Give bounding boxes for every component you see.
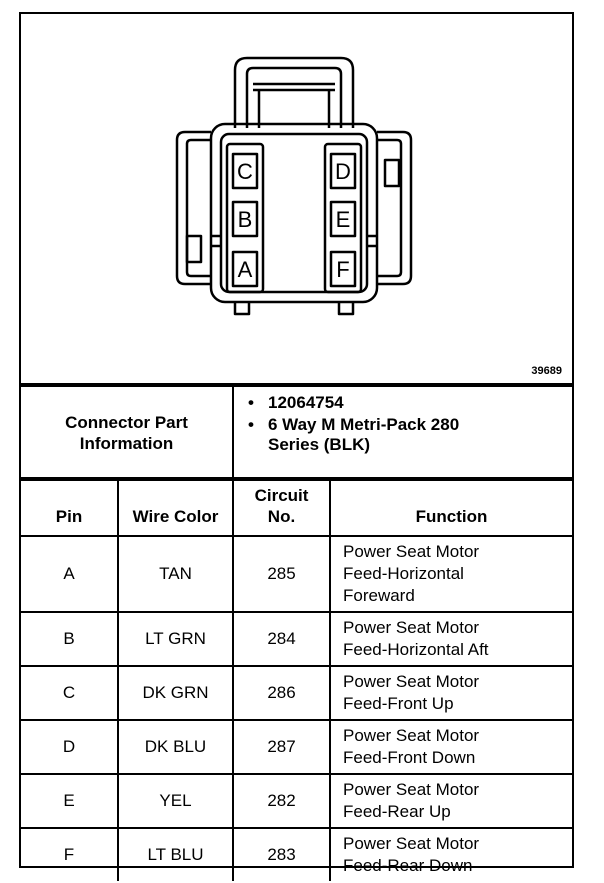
circuit-cell: 282: [232, 773, 331, 829]
pin-label-a: A: [238, 257, 253, 282]
circuit-cell: 283: [232, 827, 331, 881]
left-wing: [175, 130, 211, 286]
pin-label-e: E: [336, 207, 351, 232]
pin-label-d: D: [335, 159, 351, 184]
pin-d-box: [329, 152, 357, 190]
connector-diagram: C B A D E F 39689: [21, 14, 572, 385]
table-row: D DK BLU 287 Power Seat Motor Feed-Front…: [21, 719, 572, 775]
right-wing: [377, 130, 413, 286]
function-cell: Power Seat Motor Feed-Front Down: [329, 719, 572, 775]
wire-color-cell: LT BLU: [117, 827, 234, 881]
pin-f-box: [329, 250, 357, 288]
latch-outer: [233, 56, 355, 128]
col-header-function: Function: [329, 477, 572, 537]
left-wing-slot: [185, 234, 203, 264]
wire-color-cell: DK BLU: [117, 719, 234, 775]
pin-cell: A: [21, 535, 119, 613]
circuit-cell: 285: [232, 535, 331, 613]
function-cell: Power Seat Motor Feed-Rear Down: [329, 827, 572, 881]
pin-label-f: F: [336, 257, 349, 282]
function-cell: Power Seat Motor Feed-Horizontal Forewar…: [329, 535, 572, 613]
pin-cell: B: [21, 611, 119, 667]
pin-cell: D: [21, 719, 119, 775]
pin-cell: C: [21, 665, 119, 721]
connector-part-info-label: Connector Part Information: [21, 385, 234, 481]
part-number: 12064754: [248, 393, 564, 413]
pin-b-box: [231, 200, 259, 238]
left-cavity-column: [225, 142, 265, 294]
pin-e-box: [329, 200, 357, 238]
figure-reference-number: 39689: [531, 365, 562, 377]
connector-description: 6 Way M Metri-Pack 280 Series (BLK): [248, 415, 564, 455]
circuit-cell: 286: [232, 665, 331, 721]
pin-label-c: C: [237, 159, 253, 184]
connector-face-drawing: C B A D E F: [175, 56, 413, 316]
pin-cell: F: [21, 827, 119, 881]
wire-color-cell: DK GRN: [117, 665, 234, 721]
table-row: A TAN 285 Power Seat Motor Feed-Horizont…: [21, 535, 572, 613]
circuit-cell: 287: [232, 719, 331, 775]
pin-label-b: B: [238, 207, 253, 232]
table-row: B LT GRN 284 Power Seat Motor Feed-Horiz…: [21, 611, 572, 667]
connector-part-info-value: 12064754 6 Way M Metri-Pack 280 Series (…: [232, 385, 572, 481]
table-row: E YEL 282 Power Seat Motor Feed-Rear Up: [21, 773, 572, 829]
function-cell: Power Seat Motor Feed-Rear Up: [329, 773, 572, 829]
latch-inner: [245, 66, 343, 128]
connector-face: [219, 132, 369, 294]
function-cell: Power Seat Motor Feed-Horizontal Aft: [329, 611, 572, 667]
connector-sheet: C B A D E F 39689 Connector Part Informa…: [19, 12, 574, 881]
right-cavity-column: [323, 142, 363, 294]
circuit-cell: 284: [232, 611, 331, 667]
pin-cell: E: [21, 773, 119, 829]
connector-info-table: Connector Part Information 12064754 6 Wa…: [21, 385, 572, 481]
col-header-wire-color: Wire Color: [117, 477, 234, 537]
wire-color-cell: YEL: [117, 773, 234, 829]
pin-c-box: [231, 152, 259, 190]
table-row: F LT BLU 283 Power Seat Motor Feed-Rear …: [21, 827, 572, 881]
connector-body: [209, 122, 379, 304]
wire-color-cell: LT GRN: [117, 611, 234, 667]
right-wing-slot: [383, 158, 401, 188]
pin-a-box: [231, 250, 259, 288]
function-cell: Power Seat Motor Feed-Front Up: [329, 665, 572, 721]
col-header-pin: Pin: [21, 477, 119, 537]
wire-color-cell: TAN: [117, 535, 234, 613]
table-row: C DK GRN 286 Power Seat Motor Feed-Front…: [21, 665, 572, 721]
